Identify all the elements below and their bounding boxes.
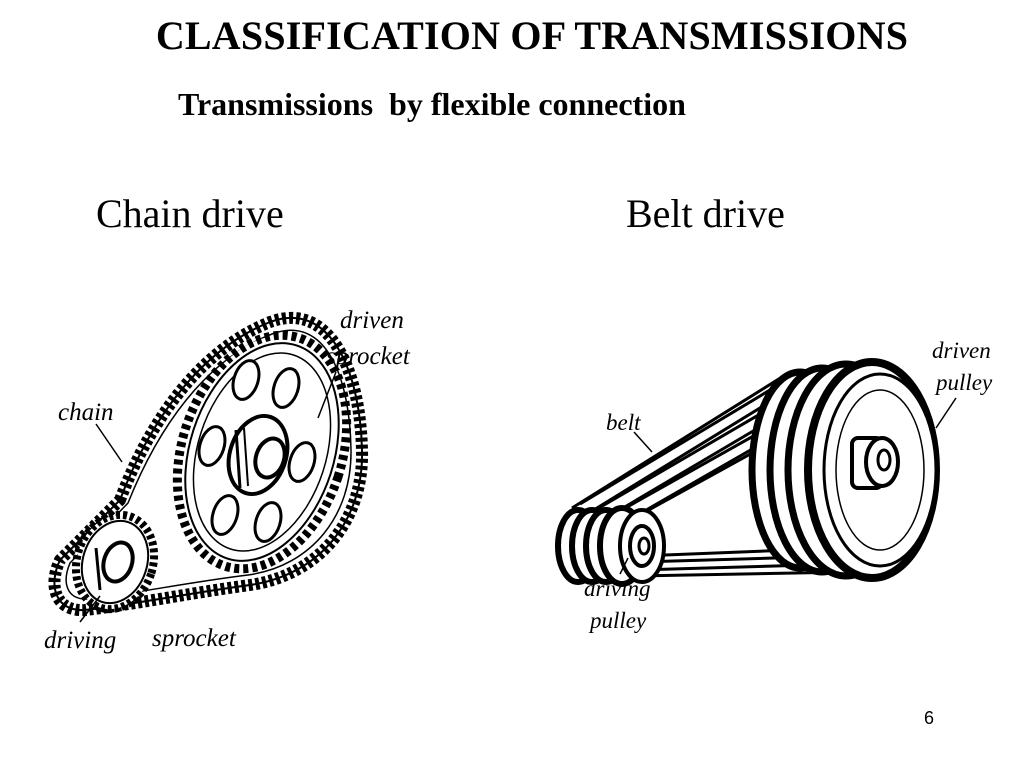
label-driven-pulley-line1: driven (932, 338, 991, 363)
subtitle-part-1: Transmissions (178, 86, 374, 122)
driving-pulley (555, 505, 666, 587)
label-driving-pulley-line2: pulley (588, 608, 647, 633)
driven-sprocket (172, 330, 352, 574)
driven-pulley (748, 358, 940, 582)
belt-drive-heading: Belt drive (626, 191, 785, 236)
belt-drive-illustration: belt driven pulley driving pulley (555, 338, 993, 633)
label-sprocket: sprocket (152, 625, 237, 652)
chain-drive-heading: Chain drive (96, 191, 284, 236)
label-driven-sprocket-line2: sprocket (326, 343, 411, 370)
slide-subtitle: Transmissions by flexible connection (178, 86, 686, 123)
chain-drive-illustration: driven sprocket chain driving sprocket (44, 307, 411, 654)
subtitle-part-2: by flexible connection (389, 86, 686, 122)
label-driving: driving (44, 627, 116, 654)
page-number: 6 (924, 708, 935, 728)
label-driven-pulley-line2: pulley (934, 370, 993, 395)
label-belt: belt (606, 410, 641, 435)
label-driven-sprocket-line1: driven (340, 307, 404, 334)
slide-title: CLASSIFICATION OF TRANSMISSIONS (155, 13, 909, 58)
label-driving-pulley-line1: driving (584, 576, 650, 601)
chain-leader-lines (79, 371, 337, 623)
driving-sprocket (71, 510, 159, 614)
belt-leader-lines (619, 397, 957, 575)
label-chain: chain (58, 399, 114, 426)
